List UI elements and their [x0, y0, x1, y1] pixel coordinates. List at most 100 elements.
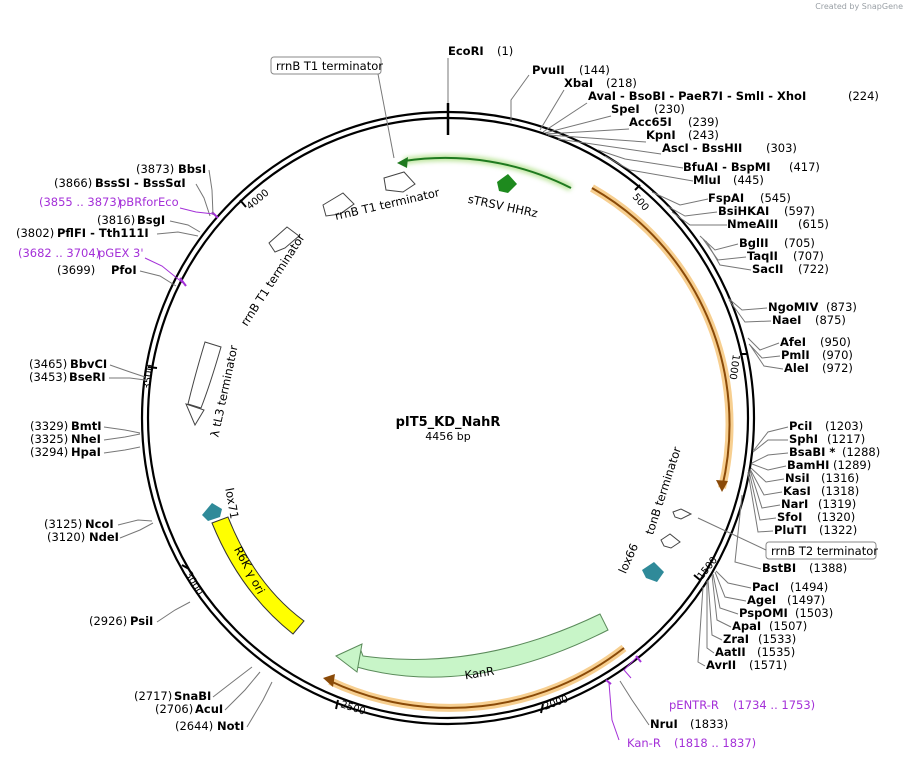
leader-line — [557, 138, 662, 155]
map-label: NheI — [71, 432, 101, 446]
site-asci-group: AscI - BssHII(303) — [662, 141, 797, 155]
primer-mark — [605, 679, 612, 685]
leader-line — [542, 102, 588, 133]
leader-line — [109, 377, 146, 381]
site-hpai: (3294)HpaI — [30, 445, 101, 459]
map-label: PspOMI — [739, 606, 788, 620]
site-spei: SpeI(230) — [611, 102, 685, 116]
map-label: XbaI — [564, 76, 593, 90]
map-label: SacII — [752, 262, 783, 276]
orange-arc-arrowhead — [323, 674, 335, 687]
leader-line — [751, 452, 789, 464]
map-label: (875) — [815, 313, 846, 327]
map-label: NaeI — [772, 313, 801, 327]
leader-line — [666, 205, 718, 217]
leader-line — [747, 337, 780, 351]
map-label: (1217) — [827, 432, 865, 446]
map-label: ZraI — [723, 632, 749, 646]
map-label: BseRI — [69, 370, 106, 384]
map-label: BbsI — [178, 162, 206, 176]
kanr-label: KanR — [464, 664, 495, 682]
map-label: (144) — [579, 63, 610, 77]
lox71-arrow — [202, 503, 222, 521]
site-sphi: SphI (1217) — [789, 432, 865, 446]
map-label: BbvCI — [70, 357, 107, 371]
strsv-label: sTRSV HHRz — [467, 192, 540, 220]
map-label: AatII — [715, 645, 746, 659]
map-label: (2926) — [89, 614, 127, 628]
map-label: ApaI — [732, 619, 761, 633]
primer-mark — [179, 277, 187, 287]
map-label: (1734 .. 1753) — [733, 698, 815, 712]
map-label: SphI — [789, 432, 818, 446]
map-label: (3816) — [97, 213, 135, 227]
leader-line — [139, 270, 177, 287]
map-label: (950) — [820, 335, 851, 349]
map-label: (224) — [848, 89, 879, 103]
site-bmti: (3329)BmtI — [30, 419, 102, 433]
leader-line — [749, 469, 781, 509]
plasmid-name: pIT5_KD_NahR — [396, 415, 501, 430]
boxed-label-text: rrnB T1 terminator — [276, 59, 383, 73]
map-label: PflFI - Tth111I — [57, 226, 149, 240]
site-alei: AleI(972) — [784, 361, 853, 375]
map-label: SfoI — [777, 510, 802, 524]
map-label: PmlI — [781, 348, 810, 362]
leader-line — [103, 446, 141, 454]
site-aatii: AatII(1535) — [715, 645, 795, 659]
site-pmlii: PmlI(970) — [781, 348, 853, 362]
boxed-label-frame — [270, 56, 382, 75]
map-label: (239) — [688, 115, 719, 129]
leader-line — [597, 149, 684, 169]
map-label: (3855 .. 3873) — [39, 195, 121, 209]
map-label: (1319) — [818, 497, 856, 511]
site-afei: AfeI (950) — [780, 335, 851, 349]
boxed-label-text: rrnB T2 terminator — [771, 544, 878, 558]
plasmid-size: 4456 bp — [425, 430, 470, 443]
site-bamhi: BamHI(1289) — [787, 458, 871, 472]
tonb-label: tonB terminator — [642, 445, 684, 537]
tick-label: 2000 — [542, 694, 570, 713]
tick-mark — [147, 366, 158, 369]
site-bseri: (3453)BseRI — [29, 370, 106, 384]
lox66-arrow — [642, 562, 664, 582]
r6k-ori-body — [211, 516, 305, 635]
map-label: PsiI — [130, 614, 153, 628]
map-label: (3120) — [47, 530, 85, 544]
map-label: FspAI — [708, 191, 744, 205]
site-ngomiv: NgoMIV(873) — [768, 300, 857, 314]
site-taqii: TaqII(707) — [747, 249, 824, 263]
leader-line — [109, 364, 146, 378]
map-label: NruI — [650, 717, 678, 731]
map-label: MluI — [693, 173, 721, 187]
leader-line — [705, 240, 752, 271]
leader-line — [169, 220, 201, 233]
map-label: (3873) — [136, 162, 174, 176]
map-label: TaqII — [747, 249, 778, 263]
map-label: Kan-R — [627, 736, 661, 750]
map-label: PacI — [752, 580, 779, 594]
rrnb-t1-arrow-a — [383, 171, 416, 193]
map-label: (3465) — [29, 357, 67, 371]
leader-line — [711, 574, 732, 628]
orange-arc-glow — [590, 184, 734, 489]
map-label: SpeI — [611, 102, 640, 116]
map-label: (303) — [766, 141, 797, 155]
map-label: AfeI — [780, 335, 806, 349]
map-label: (243) — [688, 128, 719, 142]
map-label: Acc65I — [629, 115, 672, 129]
orange-feature-arc-right — [591, 187, 731, 489]
site-bsssi-group: (3866)BssSI - BssSαI — [54, 176, 186, 190]
map-label: (1288) — [842, 445, 880, 459]
map-label: (1503) — [795, 606, 833, 620]
tick-label: 1000 — [726, 354, 740, 381]
map-label: NcoI — [85, 517, 114, 531]
site-ecori: EcoRI(1) — [448, 44, 513, 58]
site-pspomi: PspOMI (1503) — [739, 606, 833, 620]
green-arc-glow — [403, 154, 573, 192]
map-label: (1507) — [769, 619, 807, 633]
map-label: NarI — [781, 497, 808, 511]
map-label: BsaBI * — [789, 445, 835, 459]
map-label: (1318) — [821, 484, 859, 498]
